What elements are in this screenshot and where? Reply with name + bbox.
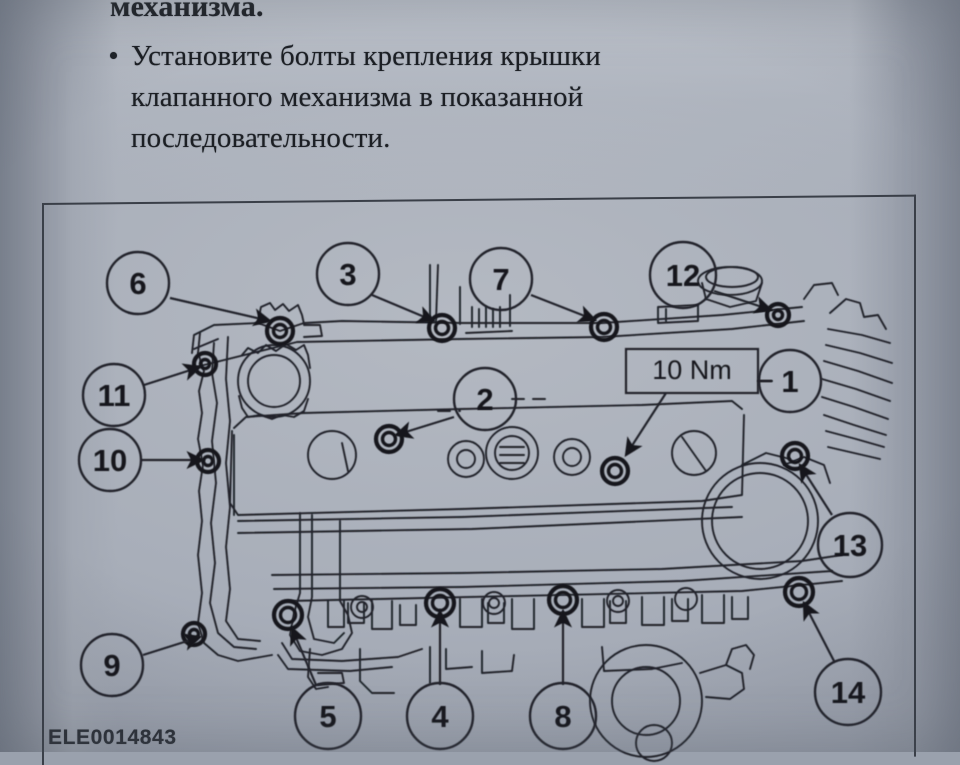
bolt-7-washer-icon: [588, 311, 620, 343]
callout-2-leader-arrow: [393, 415, 455, 439]
callout-8-number: 8: [554, 699, 571, 734]
callout-8-circle: [528, 681, 598, 751]
callout-12: 12: [648, 240, 774, 314]
callout-12-leader-arrow: [713, 289, 774, 314]
callout-11-number: 11: [98, 378, 131, 413]
callout-4-number: 4: [431, 699, 449, 734]
torque-box-outline: [624, 347, 760, 395]
callout-12-number: 12: [666, 258, 700, 293]
heading-continuation: механизма.: [110, 0, 264, 23]
callout-14-circle: [813, 657, 883, 727]
callout-7-circle: [468, 246, 534, 312]
callout-4: 4: [405, 608, 475, 751]
callout-1-circle: [757, 348, 823, 414]
callout-4-circle: [405, 681, 475, 751]
bolt-markers: [180, 301, 816, 648]
callout-8: 8: [528, 608, 598, 751]
engine-outline-art: [191, 264, 893, 762]
callout-2: 2: [393, 366, 518, 439]
callout-10-number: 10: [93, 443, 127, 478]
callout-7-leader-arrow: [530, 293, 598, 323]
callout-9-circle: [79, 632, 145, 698]
callout-11-leader-arrow: [143, 363, 203, 387]
bolt-13-washer-icon: [779, 440, 811, 472]
callout-7-number: 7: [492, 262, 509, 297]
callout-9-number: 9: [103, 648, 120, 683]
callout-11: 11: [81, 362, 203, 428]
callout-9-leader-arrow: [142, 633, 203, 657]
torque-spec-box: 10 Nm: [624, 347, 772, 458]
callout-5-number: 5: [319, 699, 336, 734]
callout-14: 14: [802, 600, 883, 727]
callout-9: 9: [79, 632, 203, 698]
bolt-8-washer-icon: [546, 583, 580, 617]
bolt-2-washer-icon: [373, 423, 405, 455]
callout-10: 10: [77, 427, 206, 493]
callout-5-circle: [293, 681, 363, 751]
callout-13-number: 13: [833, 528, 867, 563]
torque-value-label: 10 Nm: [652, 355, 732, 385]
callout-3: 3: [315, 241, 437, 323]
callout-12-circle: [648, 240, 718, 310]
callout-1-number: 1: [781, 364, 798, 399]
callout-10-circle: [77, 427, 143, 493]
callout-6-leader-arrow: [169, 296, 273, 327]
bolt-3-washer-icon: [426, 312, 458, 344]
callout-2-circle: [452, 366, 518, 432]
instruction-line-2: клапанного механизма в показанной: [131, 81, 584, 113]
callout-14-number: 14: [831, 675, 866, 710]
instruction-line-3: последовательности.: [131, 122, 391, 154]
callout-11-circle: [81, 362, 147, 428]
instruction-paragraph: Установите болты крепления крышки клапан…: [131, 36, 601, 159]
callout-5-leader-arrow: [290, 625, 318, 686]
callout-3-circle: [315, 241, 381, 307]
bolt-6-washer-icon: [264, 315, 296, 347]
callout-3-leader-arrow: [371, 293, 437, 323]
torque-leader-arrow: [624, 392, 667, 458]
instruction-bullet-item: Установите болты крепления крышки клапан…: [110, 36, 870, 159]
instruction-text-block: механизма. Установите болты крепления кр…: [110, 0, 870, 159]
bullet-dot-icon: [110, 52, 117, 59]
callout-1: 1: [757, 348, 823, 414]
bolt-1-washer-icon: [599, 455, 631, 487]
callout-6: 6: [105, 250, 273, 327]
callout-5: 5: [290, 625, 363, 751]
callout-7: 7: [468, 246, 598, 323]
callout-3-number: 3: [339, 257, 356, 292]
figure-reference-code: ELE0014843: [48, 726, 177, 749]
callout-14-leader-arrow: [802, 600, 835, 662]
instruction-line-1: Установите болты крепления крышки: [131, 40, 601, 72]
bolt-5-washer-icon: [271, 598, 305, 632]
bolt-14-washer-icon: [782, 575, 816, 609]
callout-6-circle: [105, 250, 171, 316]
callout-6-number: 6: [129, 266, 146, 301]
callout-2-number: 2: [476, 382, 493, 417]
bolt-12-washer-icon: [764, 301, 792, 329]
callout-13-leader-arrow: [798, 462, 833, 516]
callout-13: 13: [798, 462, 884, 579]
callout-13-circle: [816, 511, 884, 579]
